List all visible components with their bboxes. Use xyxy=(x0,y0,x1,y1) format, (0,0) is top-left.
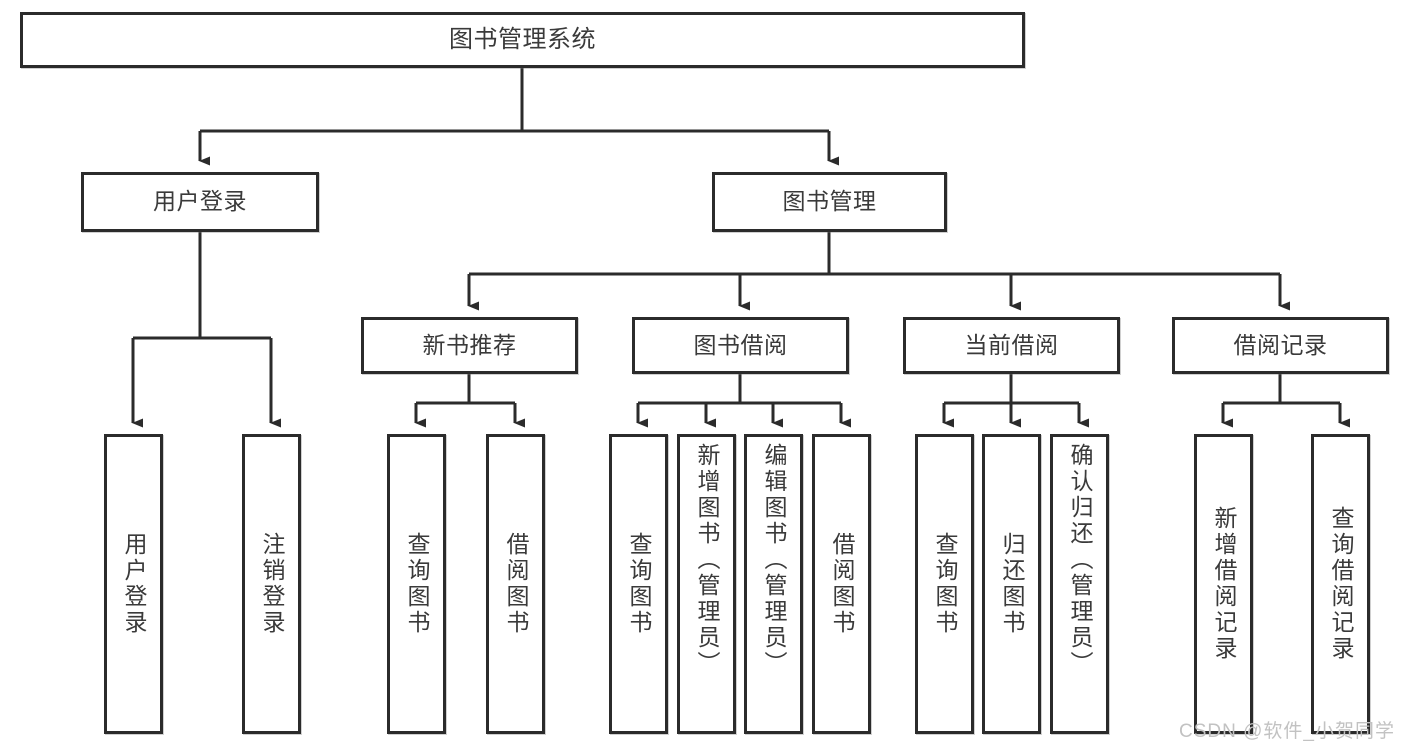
node-label: 新增图书（管理员） xyxy=(694,443,720,677)
leaf-confirm-return-admin[interactable]: 确认归还（管理员） xyxy=(1050,434,1109,734)
node-label: 图书管理 xyxy=(782,188,877,215)
node-label: 确认归还（管理员） xyxy=(1067,443,1093,677)
node-label: 新增借阅记录 xyxy=(1211,506,1237,662)
watermark-text: CSDN @软件_小贺同学 xyxy=(1179,721,1395,742)
node-current-borrow[interactable]: 当前借阅 xyxy=(903,317,1120,374)
leaf-logout[interactable]: 注销登录 xyxy=(242,434,301,734)
leaf-add-borrow-record[interactable]: 新增借阅记录 xyxy=(1194,434,1253,734)
leaf-user-login[interactable]: 用户登录 xyxy=(104,434,163,734)
node-label: 借阅记录 xyxy=(1233,331,1328,358)
leaf-query-book-new[interactable]: 查询图书 xyxy=(387,434,446,734)
node-label: 归还图书 xyxy=(999,532,1025,636)
leaf-borrow-book-new[interactable]: 借阅图书 xyxy=(486,434,545,734)
leaf-query-borrow-record[interactable]: 查询借阅记录 xyxy=(1311,434,1370,734)
node-label: 查询图书 xyxy=(932,532,958,636)
node-new-book-recommend[interactable]: 新书推荐 xyxy=(361,317,578,374)
leaf-edit-book-admin[interactable]: 编辑图书（管理员） xyxy=(744,434,803,734)
node-user-login[interactable]: 用户登录 xyxy=(81,172,319,232)
node-label: 查询借阅记录 xyxy=(1328,506,1354,662)
leaf-return-book[interactable]: 归还图书 xyxy=(982,434,1041,734)
leaf-add-book-admin[interactable]: 新增图书（管理员） xyxy=(677,434,736,734)
node-borrow-record[interactable]: 借阅记录 xyxy=(1172,317,1389,374)
node-label: 当前借阅 xyxy=(964,331,1059,358)
node-label: 借阅图书 xyxy=(829,532,855,636)
leaf-query-book-current[interactable]: 查询图书 xyxy=(915,434,974,734)
node-label: 新书推荐 xyxy=(422,331,517,358)
node-label: 查询图书 xyxy=(404,532,430,636)
node-book-management[interactable]: 图书管理 xyxy=(712,172,947,232)
leaf-query-book-borrow[interactable]: 查询图书 xyxy=(609,434,668,734)
node-root-system[interactable]: 图书管理系统 xyxy=(20,12,1025,68)
node-label: 注销登录 xyxy=(259,532,285,636)
node-label: 查询图书 xyxy=(626,532,652,636)
node-label: 图书管理系统 xyxy=(449,25,596,53)
node-label: 用户登录 xyxy=(121,532,147,636)
node-book-borrow[interactable]: 图书借阅 xyxy=(632,317,849,374)
node-label: 编辑图书（管理员） xyxy=(761,443,787,677)
leaf-borrow-book[interactable]: 借阅图书 xyxy=(812,434,871,734)
node-label: 用户登录 xyxy=(153,188,247,215)
node-label: 借阅图书 xyxy=(503,532,529,636)
node-label: 图书借阅 xyxy=(693,331,788,358)
